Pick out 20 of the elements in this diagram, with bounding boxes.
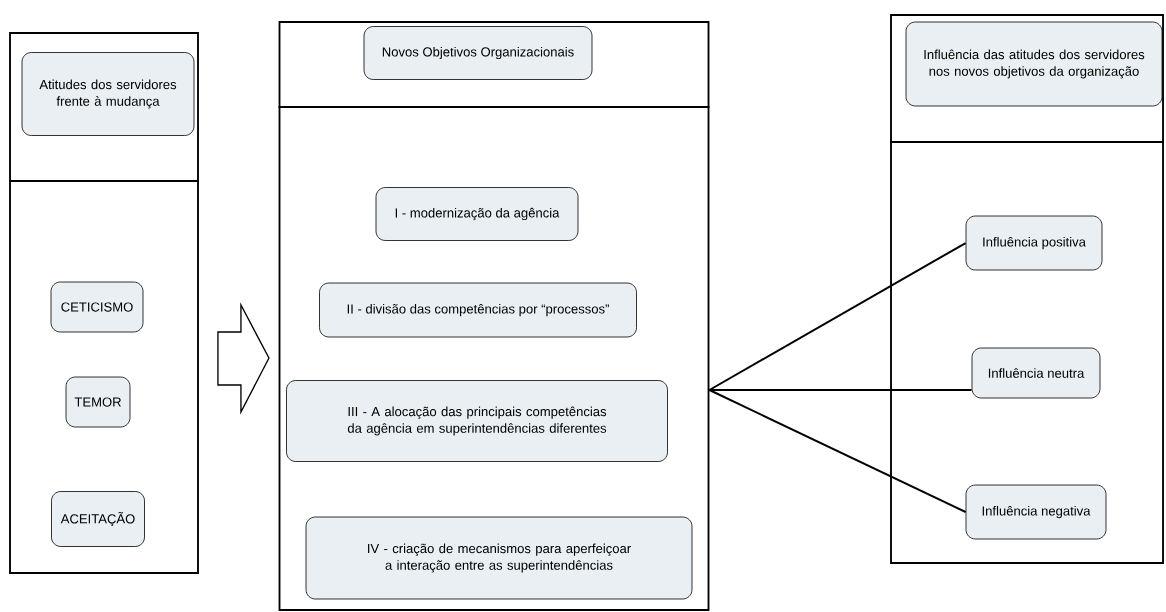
panel <box>890 14 1164 564</box>
text-box: Influência positiva <box>965 215 1103 271</box>
text-box: III - A alocação das principais competências da agência em superintendências diferentes <box>286 380 668 462</box>
text-box: II - divisão das competências por “processos” <box>319 282 637 338</box>
text-box: TEMOR <box>65 376 131 428</box>
text-box: Influência das atitudes dos servidores nos novos objetivos da organização <box>905 21 1163 107</box>
text-box: Atitudes dos servidores frente à mudança <box>21 52 195 136</box>
text-box: Influência negativa <box>965 484 1107 540</box>
text-box: Influência neutra <box>971 347 1101 399</box>
panel <box>9 32 199 574</box>
block-arrow <box>217 302 270 415</box>
connector-line <box>708 242 967 391</box>
panel <box>278 21 710 611</box>
text-box: Novos Objetivos Organizacionais <box>363 26 593 80</box>
text-box: IV - criação de mecanismos para aperfeiçoar a interação entre as superintendências <box>305 516 693 600</box>
text-box: I - modernização da agência <box>375 187 579 241</box>
text-box: ACEITAÇÃO <box>51 491 145 547</box>
text-box: CETICISMO <box>50 281 144 333</box>
connector-line <box>708 389 973 391</box>
connector-line <box>708 389 967 513</box>
